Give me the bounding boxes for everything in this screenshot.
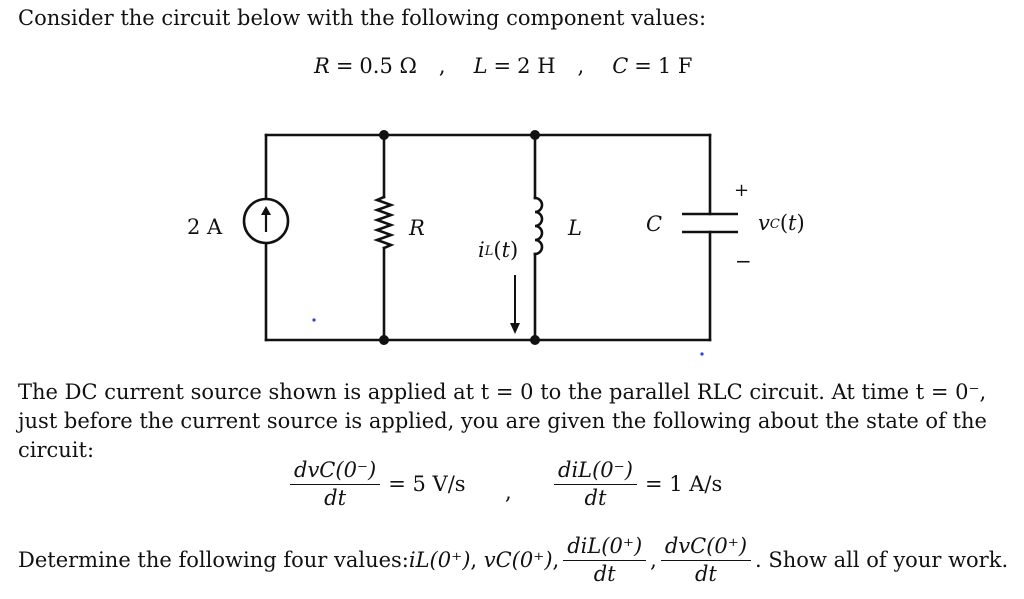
- paragraph-line-1: The DC current source shown is applied a…: [18, 380, 987, 404]
- source-label: 2 A: [187, 215, 223, 239]
- inductor-current-label: iL(t): [478, 238, 519, 262]
- question-prefix: Determine the following four values:: [18, 548, 409, 572]
- eq1-num: dvC(0⁻): [290, 458, 381, 485]
- sep-2: ,: [577, 54, 585, 78]
- resistor-label: R: [408, 216, 425, 240]
- node-dot: [530, 335, 540, 345]
- question-suffix: . Show all of your work.: [755, 548, 1009, 572]
- question-item-2: vC(0⁺): [483, 548, 553, 572]
- frac1-num: diL(0⁺): [563, 534, 647, 561]
- minus-sign: −: [735, 249, 752, 273]
- frac2-num: dvC(0⁺): [660, 534, 752, 561]
- paragraph-line-2: just before the current source is applie…: [18, 409, 987, 433]
- given-equation-1: dvC(0⁻) dt = 5 V/s: [286, 458, 466, 510]
- question-item-1: iL(0⁺): [408, 548, 471, 572]
- eq1-rhs: = 5 V/s: [388, 472, 466, 496]
- sep-1: ,: [438, 54, 446, 78]
- node-dot: [379, 130, 389, 140]
- eq2-den: dt: [584, 486, 607, 510]
- eq2-rhs: = 1 A/s: [644, 472, 723, 496]
- question-line: Determine the following four values: iL(…: [18, 534, 1009, 586]
- given-separator: ,: [505, 480, 512, 504]
- r-value: 0.5 Ω: [359, 54, 417, 78]
- capacitor-label: C: [646, 212, 662, 236]
- r-symbol: R: [314, 54, 330, 78]
- resistor: [373, 195, 395, 250]
- plus-sign: +: [734, 180, 749, 201]
- frac1-den: dt: [593, 562, 616, 586]
- circuit-diagram: 2 A R L C + −: [187, 130, 752, 356]
- node-dot: [530, 130, 540, 140]
- paragraph-line-3: circuit:: [18, 438, 95, 462]
- node-dot: [379, 335, 389, 345]
- current-source: [242, 197, 290, 245]
- inductor: [533, 196, 544, 256]
- c-value: 1 F: [657, 54, 693, 78]
- intro-text: Consider the circuit below with the foll…: [18, 6, 707, 30]
- frac2-den: dt: [694, 562, 717, 586]
- eq2-num: diL(0⁻): [554, 458, 637, 485]
- eq1-den: dt: [324, 486, 347, 510]
- given-equation-2: diL(0⁻) dt = 1 A/s: [550, 458, 722, 510]
- l-symbol: L: [473, 54, 488, 78]
- component-values: R = 0.5 Ω , L = 2 H , C = 1 F: [314, 54, 693, 78]
- l-value: 2 H: [517, 54, 556, 78]
- inductor-label: L: [567, 216, 582, 240]
- capacitor-voltage-label: vC(t): [758, 211, 805, 235]
- c-symbol: C: [612, 54, 629, 78]
